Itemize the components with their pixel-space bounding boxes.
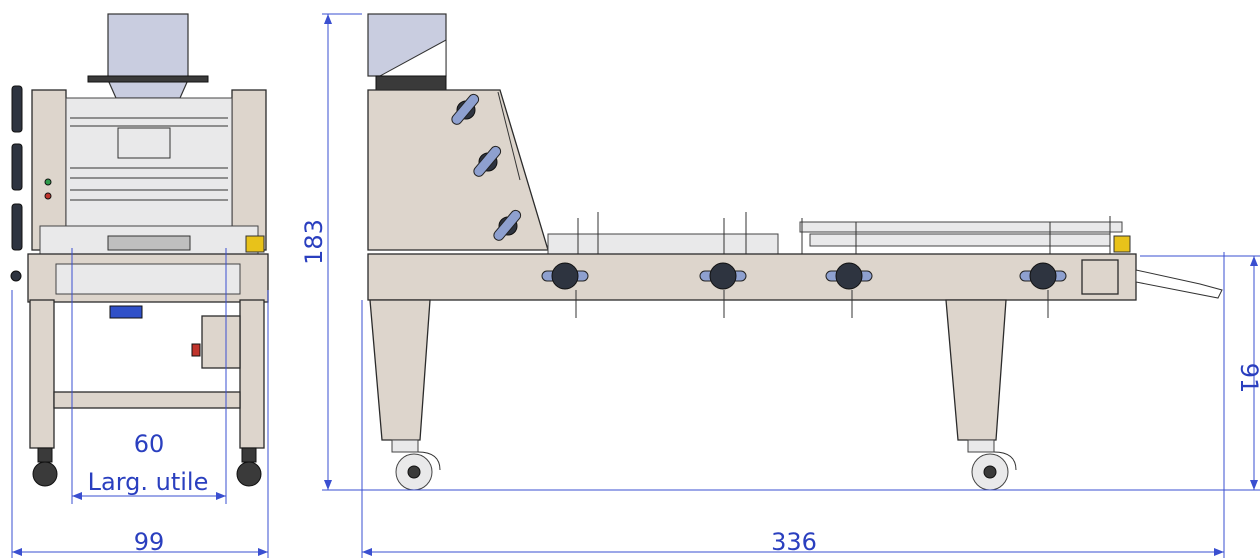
side-dimensions bbox=[322, 13, 1260, 558]
front-adjust-knobs bbox=[10, 85, 23, 282]
front-control-box bbox=[201, 315, 241, 369]
front-hopper-funnel bbox=[107, 79, 189, 99]
front-casters bbox=[32, 447, 262, 487]
front-dimensions bbox=[11, 248, 269, 558]
side-conveyor-guide bbox=[547, 233, 779, 255]
front-hopper bbox=[107, 13, 189, 81]
side-left-leg bbox=[369, 299, 431, 441]
front-hopper-rail bbox=[87, 75, 209, 83]
front-crossbar bbox=[53, 391, 241, 409]
side-top-rail bbox=[799, 221, 1123, 233]
front-belt bbox=[55, 263, 241, 295]
side-main-beam bbox=[367, 253, 1137, 301]
total-height-value: 183 bbox=[300, 219, 328, 265]
side-safety-button bbox=[1113, 235, 1131, 253]
front-left-column bbox=[31, 89, 67, 251]
side-hopper-base bbox=[375, 75, 447, 91]
emergency-stop-icon bbox=[191, 343, 201, 357]
side-guide-posts bbox=[577, 212, 1111, 254]
green-indicator-icon bbox=[44, 178, 52, 186]
side-housing-knobs bbox=[451, 93, 522, 241]
front-view bbox=[10, 13, 269, 487]
side-right-leg bbox=[945, 299, 1007, 441]
side-casters bbox=[391, 439, 1017, 491]
side-end-box bbox=[1081, 259, 1119, 295]
useful-width-value: 60 bbox=[134, 430, 165, 458]
front-roller-housing bbox=[65, 97, 233, 229]
table-height-value: 91 bbox=[1235, 363, 1260, 394]
front-safety-button bbox=[245, 235, 265, 253]
useful-width-label: Larg. utile bbox=[88, 468, 209, 496]
side-bottom-rail bbox=[809, 233, 1111, 247]
front-drawer-handle bbox=[109, 305, 143, 319]
side-outfeed-tray bbox=[1135, 269, 1223, 299]
front-width-value: 99 bbox=[134, 528, 165, 556]
front-left-leg bbox=[29, 299, 55, 449]
side-view bbox=[367, 13, 1223, 491]
front-roller bbox=[107, 235, 191, 251]
front-right-leg bbox=[239, 299, 265, 449]
side-beam-knobs bbox=[541, 262, 1067, 318]
front-right-column bbox=[231, 89, 267, 251]
side-length-value: 336 bbox=[771, 528, 817, 556]
red-indicator-icon bbox=[44, 192, 52, 200]
